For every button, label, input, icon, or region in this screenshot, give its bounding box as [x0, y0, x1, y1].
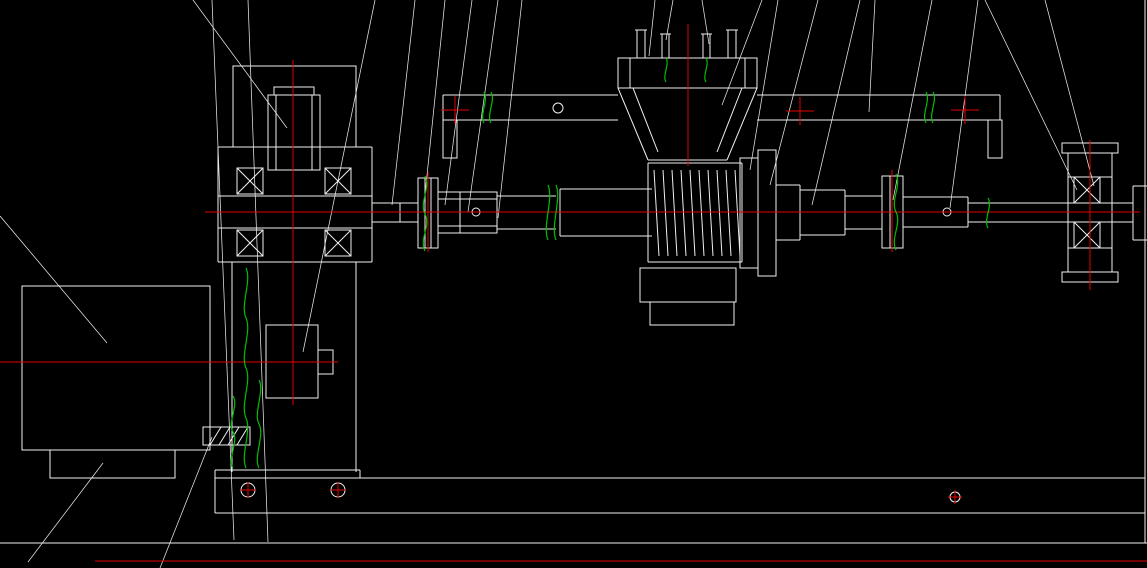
spring-clutch-entity[interactable] — [757, 149, 777, 277]
leader-lines-entity[interactable] — [302, 0, 376, 353]
worm-gearbox-entity[interactable] — [236, 167, 264, 195]
motor-entity[interactable] — [21, 285, 211, 451]
break-lines-entity[interactable] — [985, 197, 991, 229]
leader-lines-entity[interactable] — [159, 436, 213, 568]
worm-gearbox-entity[interactable] — [324, 229, 352, 257]
leader-lines-entity[interactable] — [949, 0, 979, 209]
motor[interactable] — [21, 285, 211, 479]
leader-lines-entity[interactable] — [391, 0, 416, 206]
leader-lines-entity[interactable] — [192, 0, 288, 129]
worm-gearbox-entity[interactable] — [236, 229, 264, 257]
leader-lines-entity[interactable] — [648, 0, 656, 57]
break-lines-entity[interactable] — [930, 91, 936, 124]
worm-gearbox[interactable] — [202, 65, 373, 498]
break-lines-entity[interactable] — [893, 173, 899, 251]
worm-gearbox-entity[interactable] — [236, 167, 264, 195]
support-rail-entity[interactable] — [987, 119, 1003, 159]
break-lines-entity[interactable] — [545, 184, 551, 241]
shaft-coupling[interactable] — [372, 177, 652, 249]
break-lines-entity[interactable] — [664, 57, 668, 83]
spring-clutch-entity[interactable] — [639, 267, 737, 303]
pillow-block-bearing-entity[interactable] — [1073, 221, 1101, 249]
break-lines-entity[interactable] — [230, 395, 236, 469]
leader-lines-entity[interactable] — [769, 0, 819, 186]
worm-gearbox-entity[interactable] — [202, 426, 251, 446]
worm-gearbox-entity[interactable] — [232, 65, 357, 148]
break-lines-entity[interactable] — [553, 184, 559, 241]
worm-gearbox-entity[interactable] — [236, 229, 264, 257]
break-lines-entity[interactable] — [256, 379, 262, 469]
pillow-block-bearing-entity[interactable] — [1073, 176, 1101, 204]
spring-clutch-entity[interactable] — [739, 157, 759, 269]
spring-clutch-entity[interactable] — [653, 169, 741, 257]
worm-gearbox-entity[interactable] — [324, 167, 352, 195]
break-lines-entity[interactable] — [488, 91, 494, 124]
clutch-actuator-entity[interactable] — [632, 87, 659, 153]
worm-gearbox-entity[interactable] — [273, 86, 315, 96]
leader-lines-entity[interactable] — [0, 215, 108, 344]
leader-lines-entity[interactable] — [444, 0, 473, 206]
spring-clutch[interactable] — [639, 149, 777, 326]
spring-clutch-entity[interactable] — [649, 301, 735, 326]
leader-lines-entity[interactable] — [811, 0, 861, 206]
base-plate[interactable] — [214, 477, 1145, 514]
break-lines-entity[interactable] — [481, 91, 487, 124]
leader-lines-entity[interactable] — [892, 0, 933, 201]
support-rail-entity[interactable] — [442, 119, 458, 159]
leader-lines-entity[interactable] — [424, 0, 446, 196]
support-rail[interactable] — [442, 94, 1003, 159]
pillow-block-bearing-entity[interactable] — [1073, 176, 1101, 204]
leader-lines-entity[interactable] — [467, 0, 499, 213]
leader-lines-entity[interactable] — [665, 0, 674, 41]
leader-lines-entity[interactable] — [1044, 0, 1095, 187]
support-rail-entity[interactable] — [552, 102, 564, 114]
motor-entity[interactable] — [49, 449, 176, 479]
worm-gearbox-entity[interactable] — [209, 426, 222, 446]
worm-gearbox-entity[interactable] — [227, 426, 240, 446]
leader-lines[interactable] — [0, 0, 1095, 568]
leader-lines-entity[interactable] — [211, 0, 235, 541]
break-lines[interactable] — [230, 57, 991, 469]
leader-lines-entity[interactable] — [868, 0, 876, 113]
worm-gearbox-entity[interactable] — [236, 426, 249, 446]
clutch-actuator-entity[interactable] — [617, 87, 649, 161]
break-lines-entity[interactable] — [704, 57, 708, 83]
leader-lines-entity[interactable] — [984, 0, 1078, 191]
leader-lines-entity[interactable] — [27, 462, 104, 563]
leader-lines-entity[interactable] — [701, 0, 710, 45]
drawing-frame — [0, 0, 1147, 544]
break-lines-entity[interactable] — [243, 267, 249, 469]
worm-gearbox-entity[interactable] — [324, 167, 352, 195]
leader-lines-entity[interactable] — [247, 0, 269, 543]
break-lines-entity[interactable] — [422, 175, 428, 252]
break-lines-entity[interactable] — [923, 91, 929, 124]
worm-gearbox-entity[interactable] — [267, 94, 321, 171]
clutch-actuator-entity[interactable] — [726, 87, 758, 161]
worm-gearbox-entity[interactable] — [324, 229, 352, 257]
clutch-actuator-entity[interactable] — [716, 87, 743, 153]
center-lines[interactable] — [0, 24, 1147, 562]
leader-lines-entity[interactable] — [497, 0, 523, 219]
pillow-block-bearing-entity[interactable] — [1073, 221, 1101, 249]
leader-lines-entity[interactable] — [749, 0, 779, 171]
worm-gearbox-entity[interactable] — [218, 426, 231, 446]
